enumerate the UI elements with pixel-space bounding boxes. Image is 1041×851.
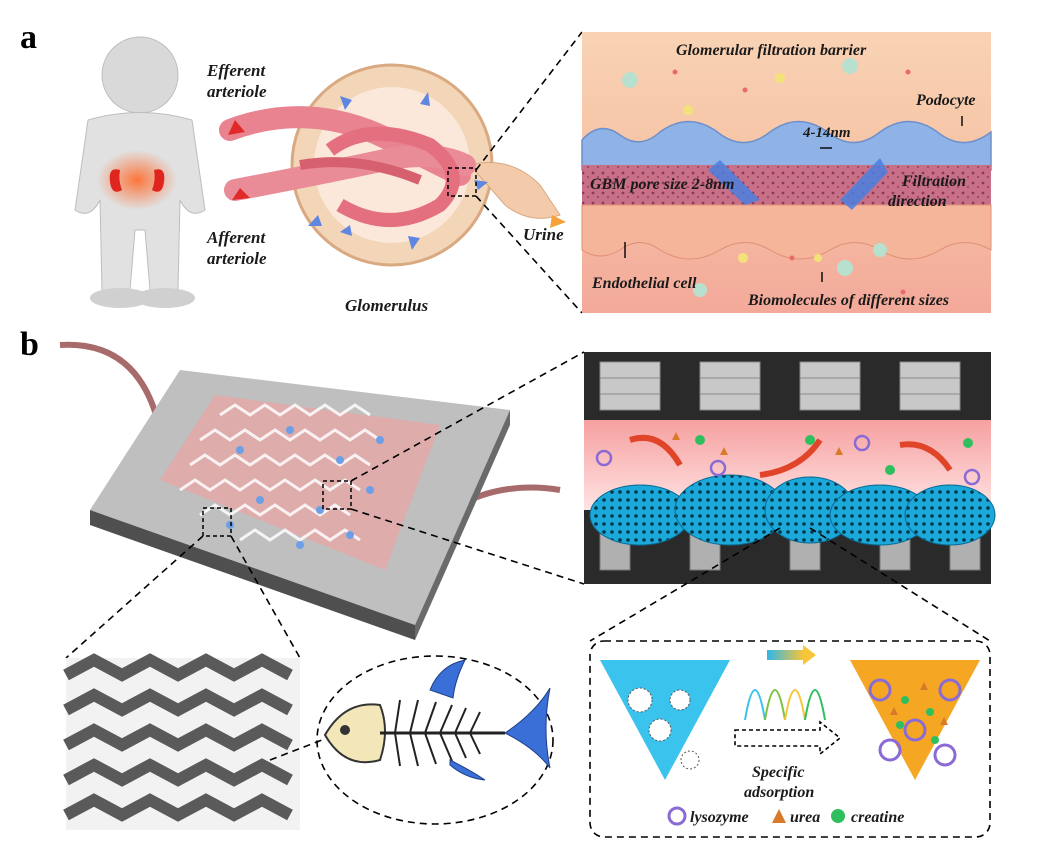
zoom-line-top [475, 31, 583, 171]
pore-gap-label: 4-14nm [802, 125, 851, 141]
human-figure [74, 36, 206, 308]
creatine-legend-label: creatine [851, 809, 904, 826]
podocyte-layer [581, 120, 992, 171]
left-kidney-icon [109, 169, 122, 192]
endothelial-layer [581, 204, 992, 260]
efferent-label-2: arteriole [207, 82, 267, 101]
lysozyme-legend-label: lysozyme [690, 809, 749, 826]
right-kidney-icon [152, 169, 165, 192]
microfluidic-chip [59, 341, 561, 640]
channel-cross-section [584, 352, 996, 584]
specific-label-1: Specific [752, 764, 804, 781]
filtration-barrier-inset [581, 32, 992, 313]
gbm-pore-label: GBM pore size 2-8nm [590, 176, 734, 193]
panel-a-letter: a [20, 19, 37, 56]
endothelial-label: Endothelial cell [591, 275, 697, 292]
lysozyme-legend-icon [667, 806, 687, 826]
filtration-label-2: direction [888, 193, 947, 210]
chip-zoom-box-left [202, 507, 232, 537]
zoom-line-bottom [475, 195, 583, 314]
filtration-label-1: Filtration [901, 173, 966, 190]
urea-legend-icon [772, 809, 786, 823]
glomerulus-label: Glomerulus [345, 296, 429, 315]
chip-zoom-line-bottom [350, 508, 585, 585]
urea-legend-label: urea [790, 809, 820, 826]
urine-label: Urine [523, 225, 564, 244]
chip-zoom-line-top [350, 351, 585, 482]
podocyte-label: Podocyte [915, 92, 976, 109]
afferent-label-2: arteriole [207, 249, 267, 268]
chip-zoom-line-left-1 [65, 535, 204, 659]
glomerulus-illustration [219, 63, 566, 267]
specific-label-2: adsorption [744, 784, 814, 801]
adsorption-inset [589, 640, 991, 838]
adsorption-zoom-line-left [589, 527, 781, 642]
zigzag-inset [63, 653, 300, 830]
creatine-legend-icon [831, 809, 845, 823]
panel-b-letter: b [20, 326, 39, 363]
biomolecules-label: Biomolecules of different sizes [747, 292, 949, 309]
afferent-label-1: Afferent [206, 228, 267, 247]
efferent-label-1: Efferent [206, 61, 267, 80]
chip-zoom-box-right [322, 480, 352, 510]
barrier-title: Glomerular filtration barrier [676, 42, 867, 59]
glomerulus-zoom-box [447, 167, 477, 197]
kidney-glow [97, 150, 177, 210]
fish-skeleton-icon [316, 655, 554, 825]
gbm-layer [582, 165, 991, 205]
fish-connector-line [269, 739, 323, 761]
